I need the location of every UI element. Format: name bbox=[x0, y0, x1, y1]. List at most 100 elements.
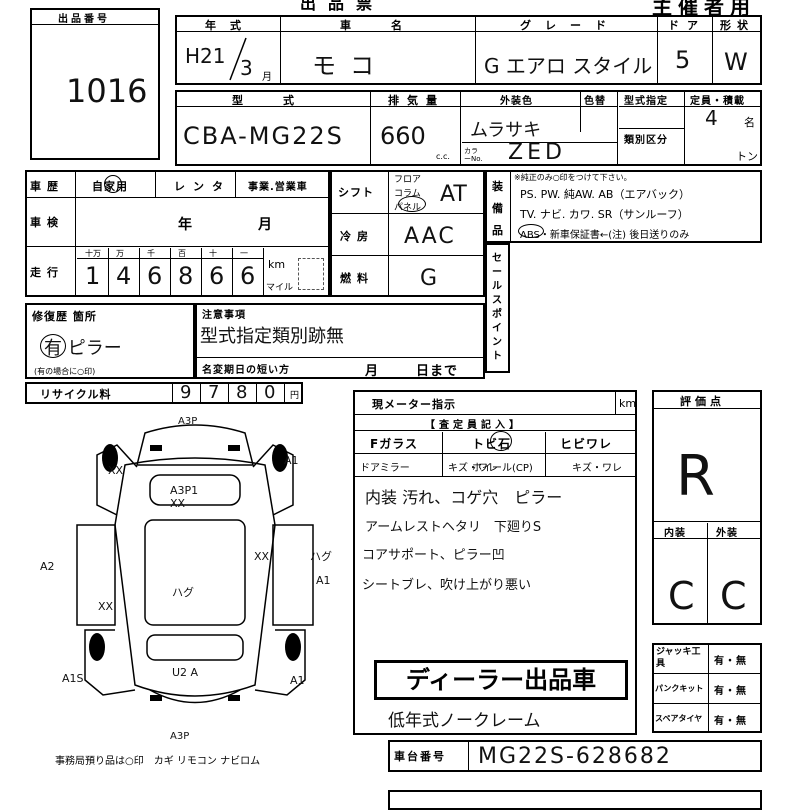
year-value: H21 bbox=[185, 44, 226, 68]
shape-value: W bbox=[724, 48, 748, 76]
recycle-divider bbox=[284, 384, 285, 402]
displacement-value: 660 bbox=[380, 122, 426, 150]
interior-label: 内装 bbox=[664, 528, 686, 539]
mileage-unit: 十万 bbox=[85, 249, 101, 258]
notes-label: 注意事項 bbox=[202, 310, 246, 321]
equipment-note: ※純正のみ○印をつけて下さい。 bbox=[514, 173, 632, 182]
diagram-mark-roof: ハグ bbox=[172, 586, 194, 599]
recycle-box bbox=[25, 382, 303, 404]
mileage-divider bbox=[108, 248, 109, 295]
recycle-digit: 9 bbox=[180, 382, 192, 403]
repair-hint: (有の場合に○印) bbox=[34, 367, 96, 376]
diagram-mark-right-rear: A1 bbox=[316, 574, 331, 587]
color-no-label: カラーNo. bbox=[464, 147, 483, 163]
equipment-line3: ABS・新車保証書←(注) 後日送りのみ bbox=[520, 230, 690, 241]
diagram-mark-hood: A3P1 XX bbox=[170, 484, 199, 510]
mileage-label: 走行 bbox=[30, 266, 64, 279]
grade-label: グレード bbox=[520, 19, 620, 32]
mirror-value: キズ・ワレ bbox=[448, 463, 498, 474]
mileage-digit: 6 bbox=[147, 262, 163, 290]
recycle-divider bbox=[228, 384, 229, 402]
inspection-month-unit: 月 bbox=[258, 217, 273, 233]
repair-box bbox=[25, 303, 195, 379]
color-no-value: ZED bbox=[508, 140, 566, 165]
mileage-divider bbox=[139, 248, 140, 295]
dealer-stamp: ディーラー出品車 bbox=[374, 660, 628, 700]
model-value: CBA-MG22S bbox=[183, 122, 344, 150]
car-body-diagram bbox=[76, 424, 314, 704]
recycle-digit: 7 bbox=[208, 382, 220, 403]
diagram-mark-trunk: U2 A bbox=[172, 666, 199, 679]
displacement-label: 排気量 bbox=[388, 94, 445, 107]
inspector-line4: シートブレ、吹け上がり悪い bbox=[362, 578, 532, 593]
model-label: 型式 bbox=[232, 94, 334, 107]
rating-value: R bbox=[676, 444, 715, 509]
chassis-label: 車台番号 bbox=[394, 750, 446, 763]
equipment-box bbox=[485, 170, 762, 243]
sales-point-box bbox=[485, 243, 510, 373]
diagram-mark-right-front: A1 bbox=[284, 454, 299, 467]
inspector-line3: コアサポート、ピラー凹 bbox=[362, 548, 505, 563]
tools-box bbox=[652, 643, 762, 733]
jack-label: ジャッキ工具 bbox=[656, 647, 701, 669]
diagram-mark-left-front: XX bbox=[108, 464, 124, 477]
diagram-mark-right-quarter: A1 bbox=[290, 674, 305, 687]
year-label: 年式 bbox=[205, 19, 255, 32]
row2-box bbox=[175, 90, 762, 166]
mileage-digit: 4 bbox=[116, 262, 132, 290]
chassis-value: MG22S-628682 bbox=[478, 744, 672, 769]
name-label: 車名 bbox=[340, 19, 442, 32]
spare-value: 有・無 bbox=[714, 716, 747, 727]
mileage-unit: 百 bbox=[178, 249, 186, 258]
shift-value: AT bbox=[440, 182, 467, 207]
sales-point-label: セールスポイント bbox=[492, 253, 502, 362]
mileage-divider bbox=[201, 248, 202, 295]
inspection-year-unit: 年 bbox=[178, 217, 193, 233]
capacity-value: 4 bbox=[705, 106, 718, 130]
diagram-mark-rear: A3P bbox=[170, 731, 190, 742]
ac-value: AAC bbox=[404, 224, 456, 249]
displacement-unit: c.c. bbox=[436, 152, 450, 161]
category-label: 類別区分 bbox=[624, 135, 668, 146]
color-label: 外装色 bbox=[500, 96, 533, 107]
car-name-value: モコ bbox=[312, 52, 388, 80]
lot-number-value: 1016 bbox=[66, 72, 148, 110]
notes-box bbox=[195, 303, 485, 379]
mileage-divider bbox=[170, 248, 171, 295]
mileage-unit: 万 bbox=[116, 249, 124, 258]
mile-label: マイル bbox=[266, 283, 294, 293]
mileage-divider bbox=[232, 248, 233, 295]
month-unit: 月 bbox=[262, 72, 272, 83]
windshield-label: Fガラス bbox=[370, 437, 418, 451]
spare-label: スペアタイヤ bbox=[655, 714, 703, 723]
interior-value: C bbox=[668, 574, 695, 618]
bottom-box bbox=[388, 790, 762, 810]
recycle-digit: 8 bbox=[236, 382, 248, 403]
diagram-mark-front: A3P bbox=[178, 416, 198, 427]
row1-box bbox=[175, 15, 762, 85]
shift-column: コラム bbox=[394, 189, 421, 199]
lot-number-box bbox=[30, 8, 160, 160]
inspector-box bbox=[353, 390, 637, 735]
rating-box bbox=[652, 390, 762, 625]
expiry-day: 日まで bbox=[416, 364, 459, 379]
year-slash bbox=[229, 37, 247, 81]
no-claim-note: 低年式ノークレーム bbox=[388, 711, 541, 731]
km-label: km bbox=[268, 258, 286, 271]
wheel-label: ホイール(CP) bbox=[472, 463, 533, 474]
chassis-box bbox=[388, 740, 762, 772]
lot-number-label: 出品番号 bbox=[58, 14, 110, 25]
grade-value: G エアロ スタイル bbox=[484, 54, 653, 78]
type-designation-label: 型式指定 bbox=[624, 96, 668, 107]
equipment-line2: TV. ナビ. カワ. SR（サンルーフ） bbox=[520, 208, 689, 221]
door-value: 5 bbox=[675, 46, 691, 74]
mileage-digit: 1 bbox=[85, 262, 101, 290]
form-title: 出品票 bbox=[300, 0, 385, 13]
equipment-label: 装備品 bbox=[492, 180, 503, 237]
recycle-digit: 0 bbox=[264, 382, 276, 403]
wheel-value: キズ・ワレ bbox=[572, 463, 622, 474]
rating-label: 評価点 bbox=[680, 395, 725, 408]
inspector-label: 【査定員記入】 bbox=[425, 420, 523, 431]
month-value: 3 bbox=[240, 56, 253, 80]
mirror-label: ドアミラー bbox=[360, 463, 410, 474]
